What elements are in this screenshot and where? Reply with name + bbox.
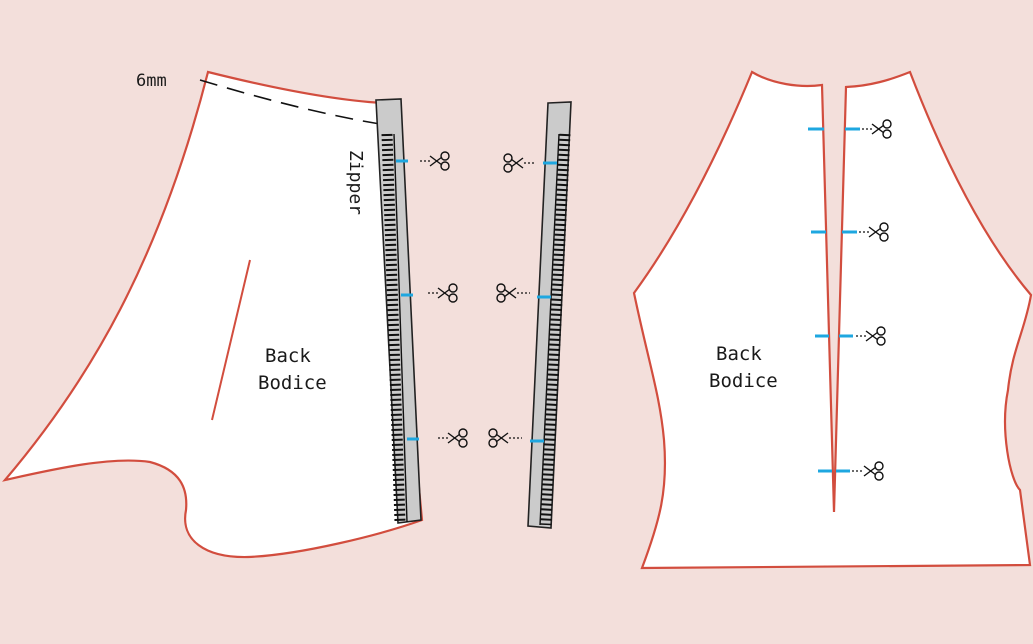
left-zipper-teeth-edge [393,133,408,523]
left-bodice-outline [2,70,424,559]
left-back-bodice: 6mm Back Bodice Zipper [2,70,468,559]
left-bodice-label-line2: Bodice [258,372,327,394]
seam-allowance-label: 6mm [136,71,167,91]
right-bodice-outline [632,70,1033,570]
seam-allowance-dashed-line [199,79,381,125]
right-bodice-label-line1: Back [716,343,762,365]
middle-zipper-strip [488,101,572,529]
scissors-icon [496,283,530,303]
left-zipper: Zipper [345,98,422,524]
dart-line [211,259,251,421]
scissors-icon [856,326,886,346]
scissors-icon [503,153,536,173]
middle-zipper-tape [527,101,572,529]
scissors-icon [852,461,884,481]
scissors-icon [859,222,889,242]
right-bodice-label-line2: Bodice [709,370,778,392]
right-back-bodice: Back Bodice [632,70,1033,570]
scissors-icon [488,428,522,448]
scissors-icon [428,283,458,303]
middle-zipper-teeth-edge [539,133,560,526]
left-bodice-label-line1: Back [265,345,311,367]
scissors-icon [420,151,450,171]
middle-zipper-teeth [540,133,571,526]
scissors-icon [438,428,468,448]
scissors-icon [862,119,892,139]
zipper-label: Zipper [345,150,366,215]
